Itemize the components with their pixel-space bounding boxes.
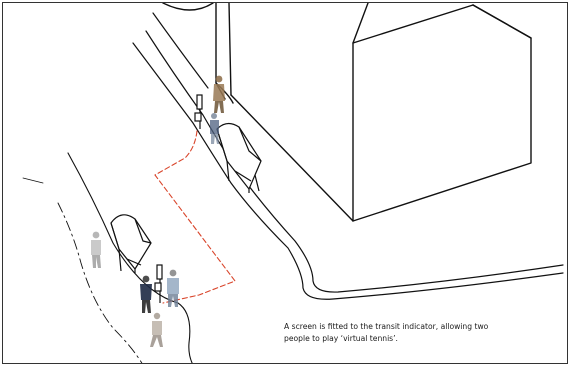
caption-line-1: A screen is fitted to the transit indica…: [284, 321, 524, 333]
person-icon: [213, 76, 225, 113]
left-curb: [23, 153, 193, 364]
curb-lines: [133, 13, 563, 299]
caption-line-2: people to play ‘virtual tennis’.: [284, 333, 524, 345]
person-figures: [91, 76, 225, 347]
transit-indicator-pole-lower: [155, 265, 162, 303]
person-icon: [210, 113, 219, 144]
street-sketch: [3, 3, 568, 364]
bus-shelter-left: [111, 215, 151, 273]
caption: A screen is fitted to the transit indica…: [284, 321, 524, 345]
bus-shelter-right: [217, 123, 261, 193]
building: [163, 3, 531, 221]
virtual-court-outline: [155, 131, 235, 303]
person-icon: [150, 313, 163, 347]
illustration-frame: A screen is fitted to the transit indica…: [2, 2, 568, 364]
person-icon: [91, 232, 101, 268]
